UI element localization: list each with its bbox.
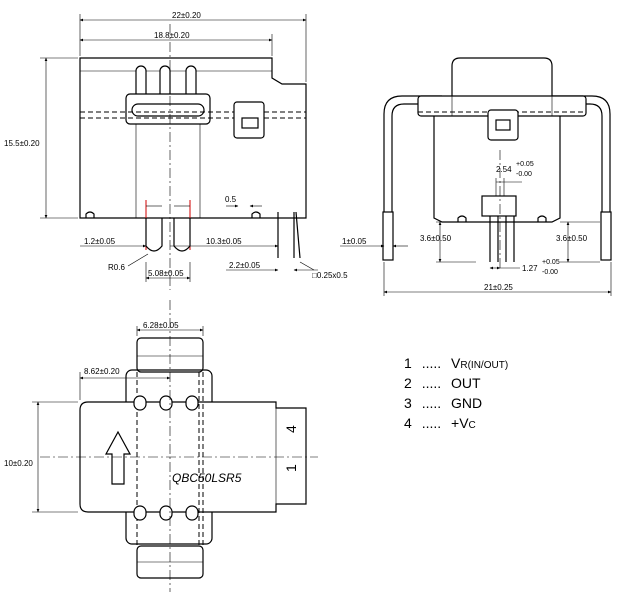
dim-height: 15.5±0.20 <box>4 139 40 148</box>
dim-right-offset: 10.3±0.05 <box>206 237 242 246</box>
pin-4-mark: 4 <box>283 425 299 433</box>
pin-legend-row: 3 ..... GND <box>404 395 482 411</box>
pin-dots: ..... <box>422 415 441 431</box>
pin-dots: ..... <box>422 375 441 391</box>
pin-number: 4 <box>404 415 412 431</box>
top-pin-upper <box>159 395 173 411</box>
top-pin-upper <box>133 395 147 411</box>
top-pin-lower <box>159 505 173 521</box>
pin-legend: 1 ..... VR(IN/OUT) 2 ..... OUT 3 ..... G… <box>404 355 508 431</box>
side-pin-block <box>481 195 517 217</box>
pin-1-mark: 1 <box>283 464 299 472</box>
dim-pin-pitch-tol-plus: +0.05 <box>516 161 534 168</box>
dim-bus-offset: 8.62±0.20 <box>84 367 120 376</box>
dim-pin-pitch: 2.54 <box>496 165 512 174</box>
dim-pin-offset-tol-plus: +0.05 <box>542 259 560 266</box>
dim-pin-pitch-tol-minus: -0.00 <box>516 171 532 178</box>
pin-subscript: R(IN/OUT) <box>460 360 508 371</box>
pin-number: 1 <box>404 355 412 371</box>
dim-bus-thickness: 1±0.05 <box>342 237 367 246</box>
dim-pin-section: □0.25x0.5 <box>312 271 348 280</box>
svg-text:1 ..... VR(IN/: 1 ..... VR(IN/OUT) <box>404 355 508 371</box>
front-view: 22±0.20 18.8±0.20 15.5±0.20 0.5 1.2±0.05… <box>4 11 348 290</box>
pin-name: OUT <box>451 375 481 391</box>
top-pin-lower <box>185 505 199 521</box>
dim-overall-width: 22±0.20 <box>172 11 201 20</box>
dim-body-height: 10±0.20 <box>4 459 33 468</box>
dim-radius: R0.6 <box>108 263 125 272</box>
side-view: 2.54 +0.05 -0.00 1±0.05 3.6±0.50 3.6±0.5… <box>340 57 612 296</box>
side-left-pin <box>382 211 394 261</box>
pin-subscript: C <box>469 420 476 431</box>
dim-left-standoff: 3.6±0.50 <box>420 234 452 243</box>
pin-legend-row: 2 ..... OUT <box>404 375 481 391</box>
dim-pin-spacing: 2.2±0.05 <box>229 261 261 270</box>
pin-dots: ..... <box>422 395 441 411</box>
dim-side-overall-width: 21±0.25 <box>484 283 513 292</box>
pin-number: 2 <box>404 375 412 391</box>
top-view: 4 1 QBC50LSR5 6.28±0.05 8.62±0.20 10±0.2… <box>4 300 318 592</box>
dim-pin-offset: 1.27 <box>522 264 538 273</box>
pin-number: 3 <box>404 395 412 411</box>
svg-text:4 ..... +VC: 4 ..... +VC <box>404 415 476 431</box>
dim-slot-depth: 0.5 <box>225 195 237 204</box>
pin-legend-row: 4 ..... +VC <box>404 415 476 431</box>
front-slot <box>145 218 163 252</box>
pin-name: +V <box>451 415 469 431</box>
pin-name: V <box>451 355 461 371</box>
pin-dots: ..... <box>422 355 441 371</box>
top-pin-upper <box>185 395 199 411</box>
top-pin-lower <box>133 505 147 521</box>
dim-bus-width: 6.28±0.05 <box>143 321 179 330</box>
side-clip <box>487 109 519 141</box>
dim-inner-width: 18.8±0.20 <box>154 31 190 40</box>
svg-text:2 ..... OUT: 2 ..... OUT <box>404 375 481 391</box>
svg-text:3 ..... GND: 3 ..... GND <box>404 395 482 411</box>
front-clip <box>233 101 265 139</box>
dim-slot-pitch: 5.08±0.05 <box>148 269 184 278</box>
front-busbar <box>125 93 211 125</box>
side-right-pin <box>600 211 612 261</box>
pin-legend-row: 1 ..... VR(IN/OUT) <box>404 355 508 371</box>
pin-name: GND <box>451 395 482 411</box>
dim-pin-offset-tol-minus: -0.00 <box>542 269 558 276</box>
dim-left-offset: 1.2±0.05 <box>84 237 116 246</box>
dim-right-standoff: 3.6±0.50 <box>556 234 588 243</box>
current-direction-arrow-icon <box>104 430 132 485</box>
model-label: QBC50LSR5 <box>172 471 242 485</box>
